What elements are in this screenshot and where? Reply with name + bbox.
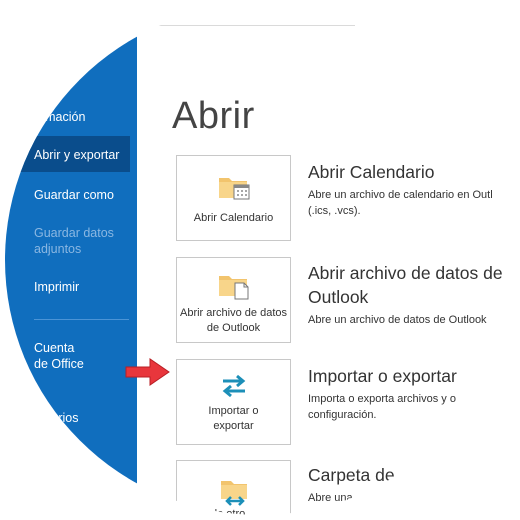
red-pointer-arrow-icon bbox=[125, 358, 170, 386]
open-data-file-desc: Abre un archivo de datos de Outlook bbox=[308, 314, 487, 326]
other-folder-button[interactable]: de otro bbox=[176, 460, 291, 515]
folder-transfer-icon bbox=[221, 481, 247, 506]
open-calendar-card-label: Abrir Calendario bbox=[193, 212, 274, 224]
header-divider bbox=[145, 25, 355, 26]
open-data-file-title-2: Outlook bbox=[308, 287, 369, 307]
nav-abrir-exportar[interactable]: Abrir y exportar bbox=[5, 136, 130, 172]
open-calendar-button[interactable]: Abrir Calendario bbox=[176, 155, 291, 241]
nav-cuenta-office-label: Cuenta de Office bbox=[34, 341, 84, 371]
page-title: Abrir bbox=[172, 95, 255, 137]
nav-guardar-adjuntos-label: Guardar datos adjuntos bbox=[34, 226, 114, 256]
nav-guardar-como-label: Guardar como bbox=[34, 188, 114, 202]
nav-comentarios-label: entarios bbox=[34, 411, 79, 425]
nav-informacion-label: ormación bbox=[34, 110, 86, 124]
open-data-file-button[interactable]: Abrir archivo de datos de Outlook bbox=[176, 257, 291, 343]
other-folder-title: Carpeta de bbox=[308, 465, 395, 485]
import-export-title: Importar o exportar bbox=[308, 366, 457, 386]
backstage-sidebar: ormación Abrir y exportar Guardar como G… bbox=[5, 5, 137, 515]
nav-imprimir-label: Imprimir bbox=[34, 280, 80, 294]
nav-divider bbox=[34, 319, 129, 320]
open-calendar-desc-1: Abre un archivo de calendario en Outl bbox=[308, 189, 493, 201]
nav-informacion[interactable]: ormación bbox=[5, 109, 130, 125]
open-data-file-title-1: Abrir archivo de datos de bbox=[308, 263, 503, 283]
data-file-folder-icon bbox=[219, 276, 249, 300]
open-calendar-desc-2: (.ics, .vcs). bbox=[308, 205, 361, 217]
import-export-button[interactable]: Importar o exportar bbox=[176, 359, 291, 445]
nav-guardar-como[interactable]: Guardar como bbox=[5, 187, 130, 203]
import-export-card-label: Importar o exportar bbox=[208, 405, 259, 432]
nav-comentarios[interactable]: entarios bbox=[5, 410, 130, 426]
open-calendar-title: Abrir Calendario bbox=[308, 162, 435, 182]
import-export-desc-1: Importa o exporta archivos y o bbox=[308, 393, 456, 405]
import-export-desc-2: configuración. bbox=[308, 409, 377, 421]
other-folder-desc: Abre una bbox=[308, 492, 353, 504]
import-export-arrows-icon bbox=[222, 374, 246, 398]
nav-abrir-exportar-label: Abrir y exportar bbox=[34, 148, 120, 162]
nav-imprimir[interactable]: Imprimir bbox=[5, 279, 130, 295]
open-data-file-card-label: Abrir archivo de datos de Outlook bbox=[180, 307, 287, 334]
calendar-folder-icon bbox=[219, 178, 250, 200]
zoom-lens: ormación Abrir y exportar Guardar como G… bbox=[5, 5, 515, 515]
nav-cuenta-office[interactable]: Cuenta de Office bbox=[5, 340, 85, 372]
other-folder-card-label: de otro bbox=[211, 508, 246, 515]
nav-guardar-adjuntos: Guardar datos adjuntos bbox=[5, 225, 115, 257]
